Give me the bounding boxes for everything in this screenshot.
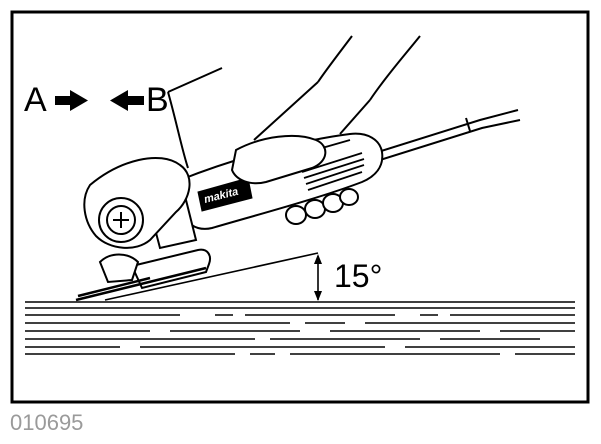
power-cord [377, 109, 521, 161]
arrow-right-icon [55, 90, 88, 111]
brand-plate: makita [197, 177, 253, 212]
rear-hand [230, 35, 421, 185]
wheel-guard [98, 248, 211, 290]
workpiece-surface [25, 301, 575, 355]
figure-code: 010695 [10, 410, 83, 435]
angle-indicator [104, 252, 322, 301]
arrow-left-icon [110, 90, 144, 111]
angle-label: 15° [334, 258, 382, 294]
dimension-arrow-up [314, 254, 322, 264]
angle-reference-line [104, 252, 319, 301]
direction-label-a: A [24, 81, 47, 119]
side-handle-knob [98, 197, 144, 243]
grinding-disc [75, 266, 207, 302]
dimension-arrow-down [314, 291, 322, 301]
grip-buttons [285, 188, 359, 225]
direction-label-b: B [146, 81, 169, 119]
